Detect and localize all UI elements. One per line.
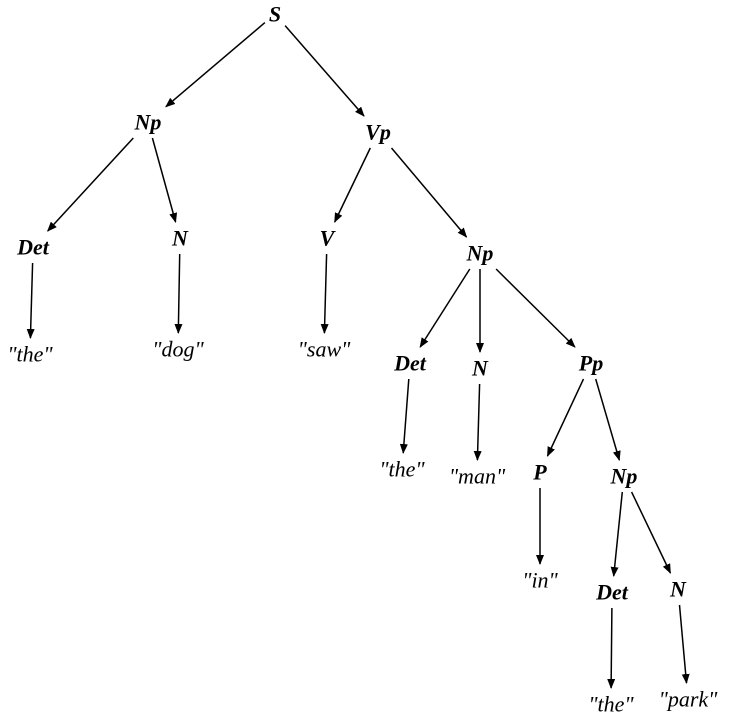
edge-arrow-n3-to-w-park: [678, 604, 690, 684]
category-node-p: P: [532, 460, 547, 485]
category-node-v: V: [320, 226, 337, 251]
category-node-np1: Np: [134, 110, 162, 135]
category-node-det3: Det: [595, 580, 629, 605]
edge-arrow-s-to-np1: [165, 22, 266, 108]
category-node-np3: Np: [610, 464, 638, 489]
edge-arrow-vp-to-v: [334, 147, 371, 223]
edge-arrow-np1-to-det1: [47, 137, 134, 232]
category-node-n3: N: [669, 577, 687, 602]
edge-arrow-np3-to-det3: [610, 491, 624, 577]
word-leaf-w-the2: "the": [379, 457, 425, 482]
edge-arrow-det1-to-w-the1: [26, 262, 35, 339]
edge-arrow-n1-to-w-dog: [174, 253, 183, 334]
category-node-vp: Vp: [365, 120, 391, 145]
word-leaf-w-saw: "saw": [298, 337, 351, 362]
category-node-s: S: [269, 2, 281, 27]
word-leaf-w-man: "man": [449, 464, 506, 489]
edge-arrow-n2-to-w-man: [473, 383, 482, 461]
category-node-pp: Pp: [578, 351, 603, 376]
edge-arrow-np2-to-pp: [495, 268, 576, 348]
category-node-n2: N: [471, 356, 489, 381]
word-leaf-w-in: "in": [522, 568, 558, 593]
edge-arrow-v-to-w-saw: [320, 253, 329, 334]
edge-arrow-pp-to-np3: [594, 378, 621, 461]
edge-arrow-s-to-vp: [284, 25, 365, 117]
edge-arrow-np3-to-n3: [630, 491, 672, 574]
word-leaf-w-park: "park": [659, 687, 719, 712]
word-leaf-w-the3: "the": [588, 692, 634, 716]
edge-arrow-vp-to-np2: [390, 147, 468, 238]
word-leaf-w-dog: "dog": [152, 337, 204, 362]
category-node-np2: Np: [466, 241, 494, 266]
edge-arrow-det3-to-w-the3: [607, 607, 616, 689]
edge-arrow-det2-to-w-the2: [399, 378, 410, 454]
edge-arrow-np2-to-det2: [419, 268, 471, 348]
category-node-det1: Det: [16, 235, 50, 260]
word-leaf-w-the1: "the": [7, 342, 53, 367]
edge-arrow-np1-to-n1: [151, 137, 178, 223]
tree-edges: [26, 22, 690, 689]
edge-arrow-pp-to-p: [546, 378, 585, 457]
category-node-n1: N: [171, 226, 189, 251]
category-node-det2: Det: [393, 351, 427, 376]
